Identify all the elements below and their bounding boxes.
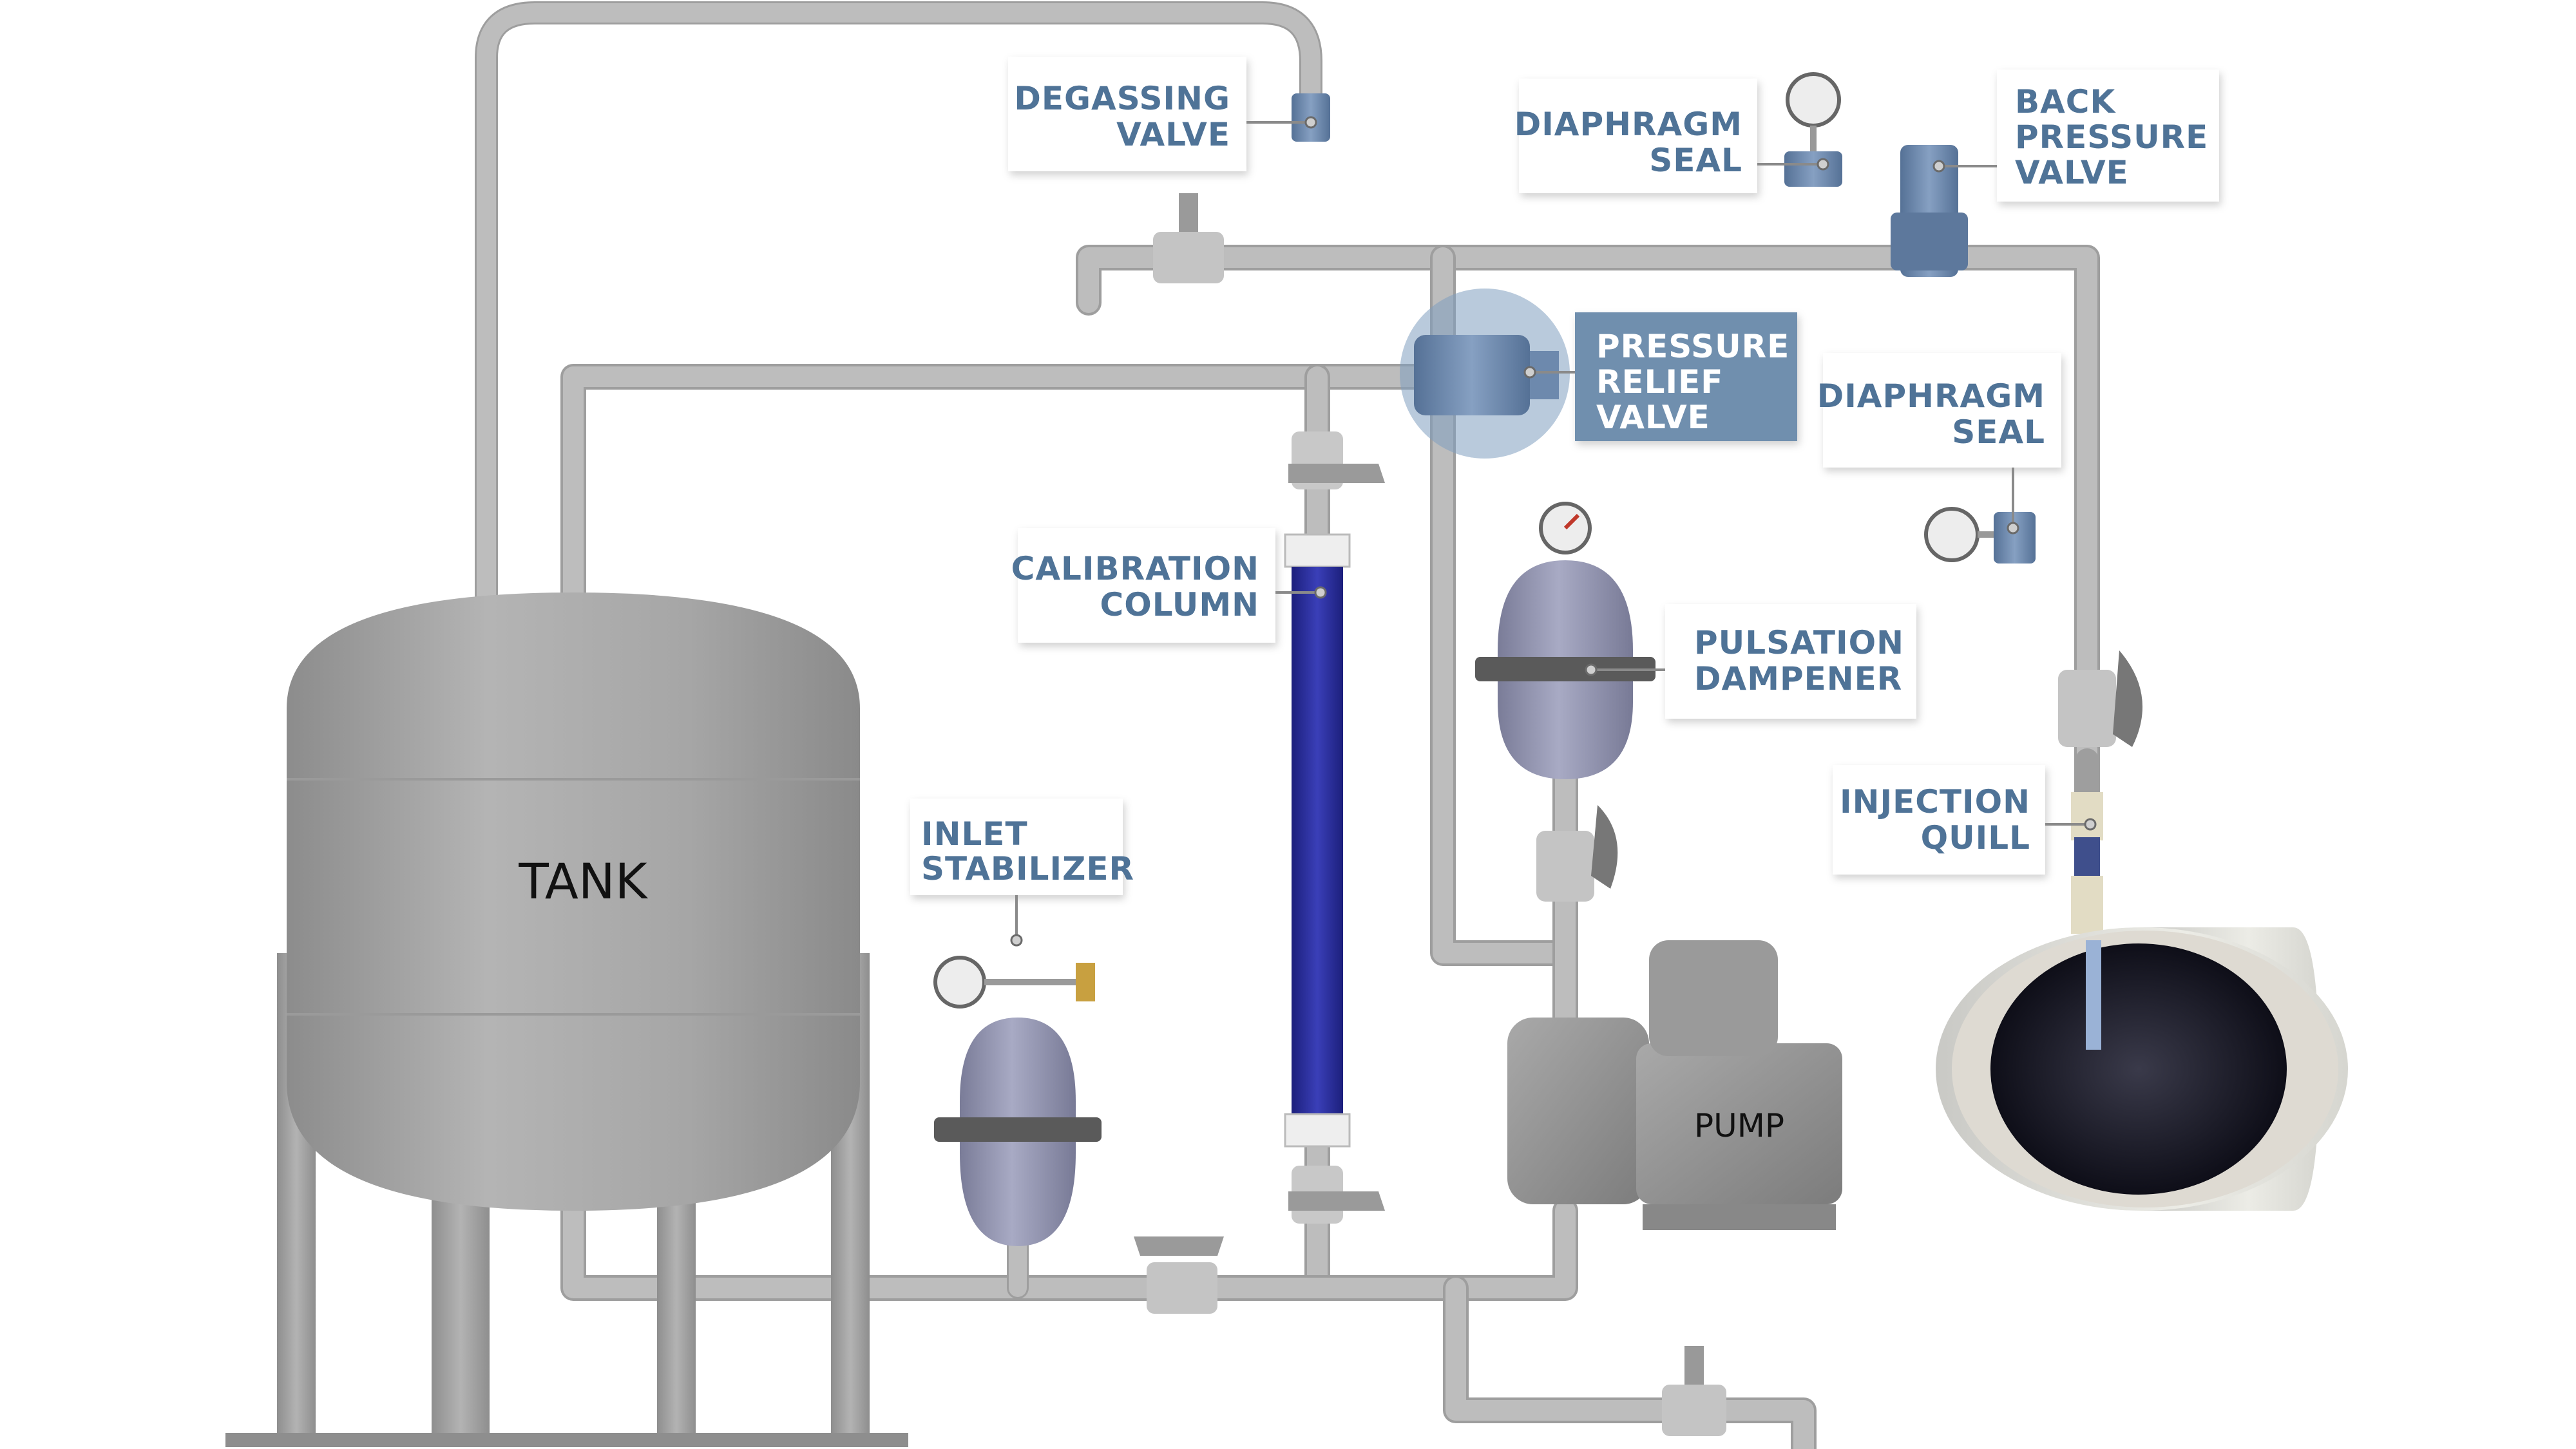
calibration-column xyxy=(1284,431,1385,1224)
pulsation-dampener-label-line2: DAMPENER xyxy=(1694,660,1902,697)
diaphragm-seal-top-label-line1: DIAPHRAGM xyxy=(1514,106,1742,143)
calibration-column-label-line1: CALIBRATION xyxy=(1011,550,1259,587)
inlet-stabilizer xyxy=(934,1018,1102,1246)
tank: TANK xyxy=(225,592,908,1447)
injection-quill-label-line2: QUILL xyxy=(1921,819,2030,857)
degassing-valve-label-line2: VALVE xyxy=(1116,116,1230,153)
diaphragm-seal-top-label-line2: SEAL xyxy=(1649,142,1742,179)
callout-diaphragm-seal-right[interactable]: DIAPHRAGM SEAL xyxy=(1817,353,2061,535)
diaphragm-seals xyxy=(933,72,2036,1009)
injection-quill-label-line1: INJECTION xyxy=(1840,783,2030,820)
callout-calibration-column[interactable]: CALIBRATION COLUMN xyxy=(1011,528,1327,643)
callout-degassing-valve[interactable]: DEGASSING VALVE xyxy=(1008,57,1317,171)
diaphragm-seal-right-label-line1: DIAPHRAGM xyxy=(1817,377,2045,415)
pump: PUMP xyxy=(1507,940,1842,1230)
process-pipe xyxy=(1936,792,2348,1211)
degassing-valve-label-line1: DEGASSING xyxy=(1014,80,1230,117)
callout-back-pressure-valve[interactable]: BACK PRESSURE VALVE xyxy=(1932,70,2219,202)
back-pressure-valve-label-line2: PRESSURE xyxy=(2015,118,2208,156)
pulsation-dampener xyxy=(1475,560,1655,779)
pump-label: PUMP xyxy=(1694,1107,1784,1144)
piping xyxy=(475,1,2100,1449)
inlet-stabilizer-label-line1: INLET xyxy=(921,815,1028,853)
pressure-relief-valve-label-line2: RELIEF xyxy=(1596,363,1723,401)
callout-diaphragm-seal-top[interactable]: DIAPHRAGM SEAL xyxy=(1514,79,1829,193)
diaphragm-seal-right-label-line2: SEAL xyxy=(1952,413,2045,451)
pressure-relief-valve-label-line1: PRESSURE xyxy=(1596,328,1789,365)
pressure-relief-valve-label-line3: VALVE xyxy=(1596,399,1710,436)
back-pressure-valve-label-line3: VALVE xyxy=(2015,154,2129,191)
callout-injection-quill[interactable]: INJECTION QUILL xyxy=(1833,765,2097,875)
callout-pressure-relief-valve[interactable]: PRESSURE RELIEF VALVE xyxy=(1523,312,1797,441)
back-pressure-valve-label-line1: BACK xyxy=(2015,83,2117,120)
calibration-column-label-line2: COLUMN xyxy=(1100,586,1259,623)
pulsation-dampener-label-line1: PULSATION xyxy=(1694,624,1904,661)
tank-label: TANK xyxy=(518,853,648,910)
valves xyxy=(1134,93,2142,1436)
inlet-stabilizer-label-line2: STABILIZER xyxy=(921,850,1134,887)
callout-inlet-stabilizer[interactable]: INLET STABILIZER xyxy=(910,799,1134,947)
callout-pulsation-dampener[interactable]: PULSATION DAMPENER xyxy=(1585,604,1916,719)
